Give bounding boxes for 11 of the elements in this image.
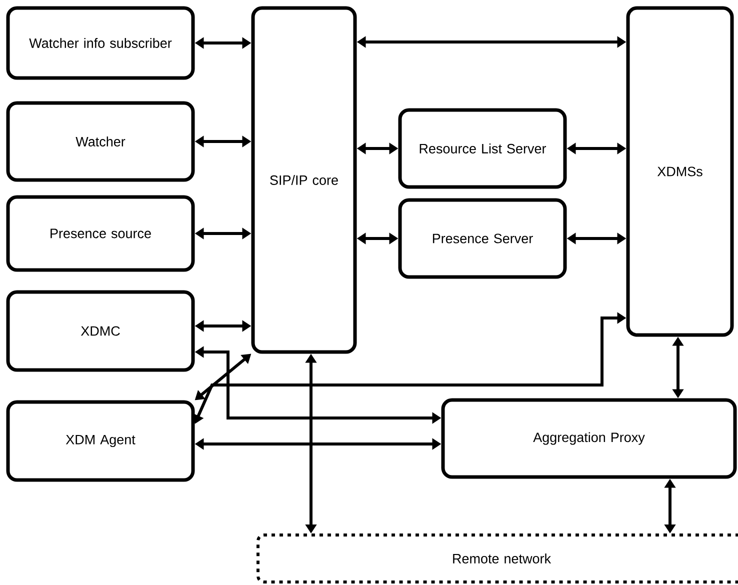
agent-box: XDM Agent [6, 400, 195, 482]
server-box: Resource List Server [398, 108, 567, 189]
endpoint-box: Watcher info subscriber [6, 6, 195, 80]
endpoint-box: Watcher [6, 101, 195, 182]
client-box: XDMC [6, 290, 195, 372]
server-box: Presence Server [398, 198, 567, 279]
server-box: XDMSs [626, 6, 734, 337]
proxy-box: Aggregation Proxy [441, 398, 737, 479]
network-box: Remote network [256, 534, 738, 584]
endpoint-box: Presence source [6, 195, 195, 272]
core-box: SIP/IP core [251, 6, 357, 354]
